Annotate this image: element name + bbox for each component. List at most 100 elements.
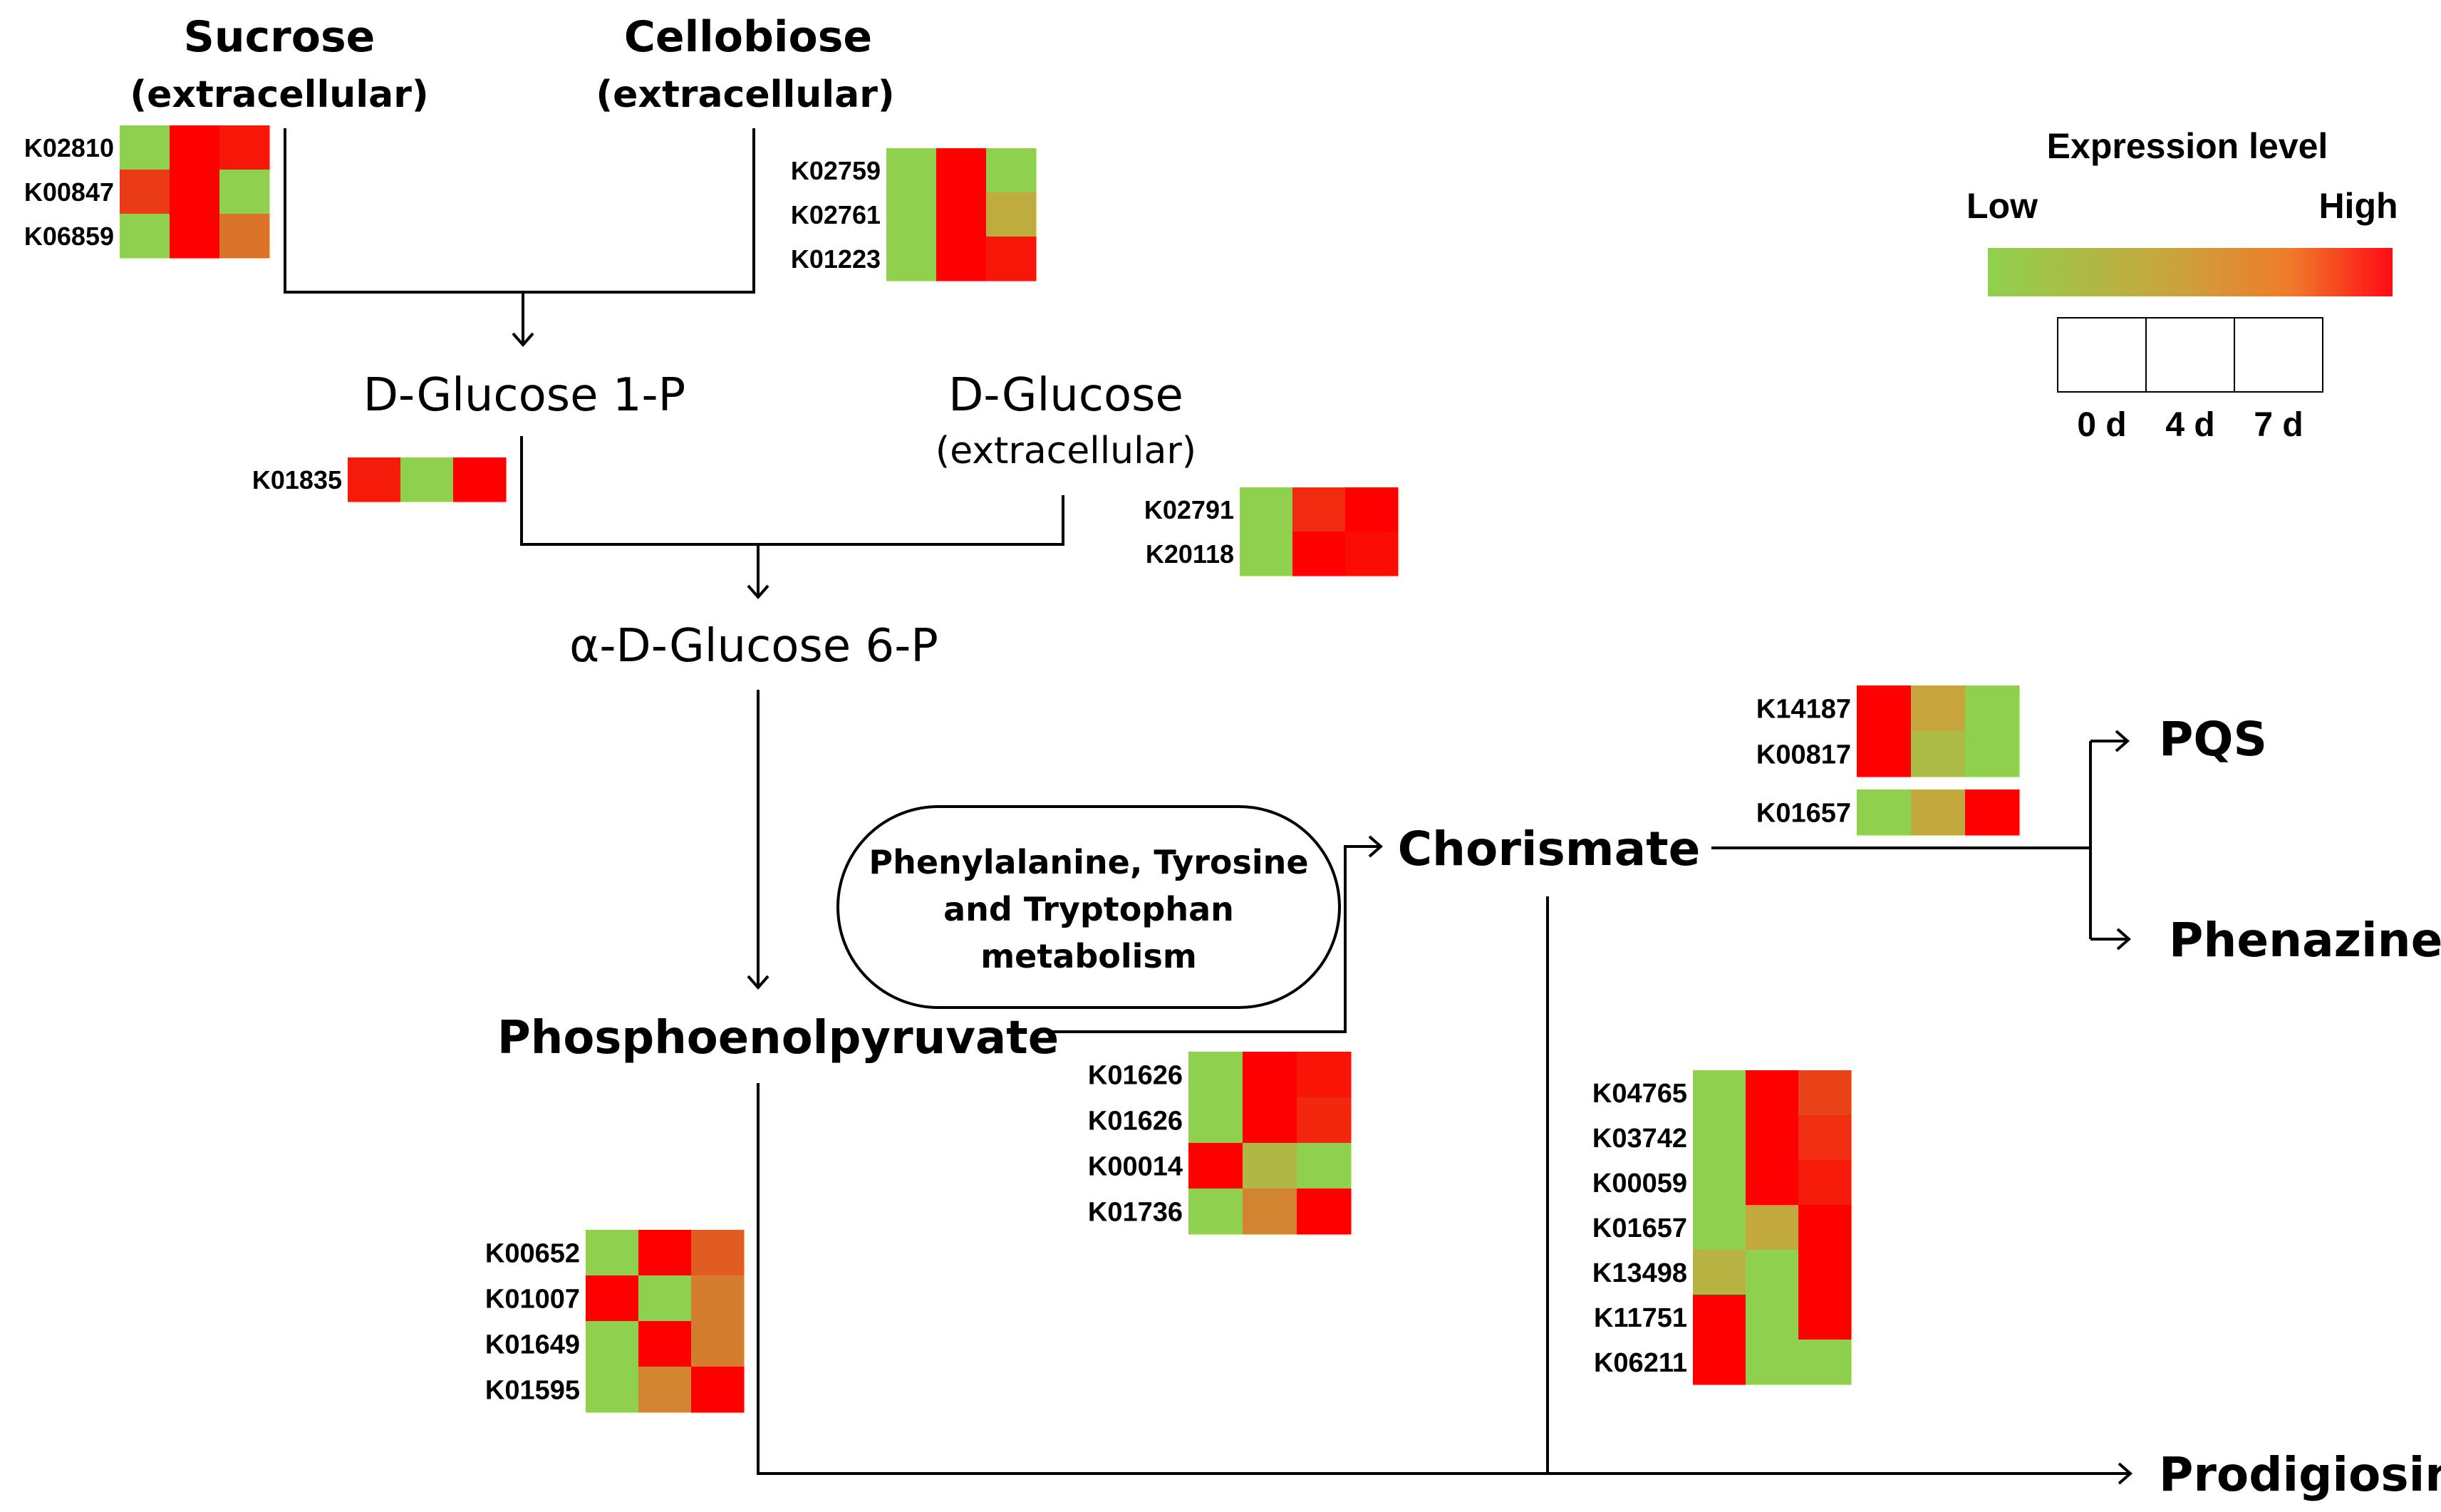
heatmap-cell: [691, 1230, 745, 1276]
metabolite-labels: Sucrose (extracellular) Cellobiose (extr…: [130, 12, 2441, 1502]
label-sucrose: Sucrose: [184, 12, 375, 62]
heatmap-cell: [586, 1367, 639, 1413]
legend-box-7d: [2234, 317, 2323, 393]
heatmap-cell: [1911, 685, 1966, 732]
gene-id-label: K00014: [1088, 1152, 1183, 1182]
gene-id-label: K04765: [1592, 1079, 1687, 1109]
label-dglucose: D-Glucose: [948, 369, 1183, 422]
legend-box-4d: [2145, 317, 2235, 393]
gene-id-label: K00817: [1756, 740, 1851, 770]
heatmap-cell: [1345, 532, 1399, 576]
heatmap-cell: [691, 1367, 745, 1413]
heatmap-cell: [936, 192, 987, 237]
gene-id-label: K02761: [791, 200, 881, 229]
heatmap-cell: [986, 192, 1037, 237]
legend-title: Expression level: [2047, 126, 2328, 166]
legend-timepoint-1: 4 d: [2165, 406, 2214, 444]
heatmap-cell: [586, 1230, 639, 1276]
gene-id-label: K00847: [24, 177, 114, 207]
heatmap-cell: [1798, 1205, 1852, 1250]
heatmap-prodigiosin: K04765K03742K00059K01657K13498K11751K062…: [1592, 1070, 1852, 1385]
gene-id-label: K20118: [1146, 539, 1234, 569]
heatmap-cell: [1798, 1250, 1852, 1295]
label-prodigiosin: Prodigiosin: [2159, 1447, 2441, 1502]
gene-id-label: K02759: [791, 156, 881, 185]
gene-id-label: K03742: [1592, 1124, 1687, 1154]
heatmap-cell: [1297, 1143, 1352, 1189]
heatmap-cell: [120, 170, 170, 214]
arrow-to-glucose6p: [747, 544, 769, 600]
pathway-line-1: Phenylalanine, Tyrosine: [869, 843, 1308, 881]
heatmap-cell: [1798, 1295, 1852, 1340]
label-cellobiose: Cellobiose: [624, 12, 872, 62]
heatmap-cell: [1693, 1250, 1746, 1295]
heatmap-cell: [400, 457, 454, 502]
connector-sucrose: [284, 128, 755, 294]
heatmap-cell: [170, 125, 220, 170]
heatmap-glucose1p: K01835: [252, 457, 507, 502]
heatmap-cell: [1746, 1340, 1799, 1385]
arrow-to-pep: [747, 690, 769, 990]
gene-id-label: K02810: [24, 133, 114, 162]
pathway-line-2: and Tryptophan: [943, 890, 1234, 928]
heatmap-cell: [1746, 1160, 1799, 1206]
connectors: [284, 128, 2133, 1485]
heatmap-cell: [1292, 532, 1346, 576]
label-sucrose-sub: (extracellular): [130, 73, 428, 116]
heatmap-cell: [1857, 731, 1912, 777]
label-pqs: PQS: [2159, 712, 2267, 767]
heatmap-cell: [1746, 1295, 1799, 1340]
label-chorismate: Chorismate: [1398, 822, 1701, 876]
heatmap-cell: [219, 214, 270, 259]
heatmap-cell: [1243, 1052, 1297, 1098]
legend-timepoint-2: 7 d: [2254, 406, 2303, 444]
heatmap-cell: [1297, 1189, 1352, 1235]
heatmap-cell: [453, 457, 507, 502]
heatmap-cell: [1188, 1143, 1243, 1189]
heatmap-cell: [1746, 1205, 1799, 1250]
connector-glucose1p: [520, 436, 1064, 546]
gene-id-label: K02791: [1144, 495, 1234, 524]
pathway-pill: [836, 805, 1341, 1009]
gene-id-label: K01626: [1088, 1107, 1183, 1136]
gene-id-label: K01736: [1088, 1198, 1183, 1228]
gene-id-label: K01835: [252, 465, 342, 494]
heatmap-cell: [1798, 1070, 1852, 1116]
heatmap-cell: [1240, 487, 1293, 532]
heatmap-cell: [348, 457, 401, 502]
heatmap-cell: [1746, 1070, 1799, 1116]
label-dglucose-sub: (extracellular): [936, 430, 1196, 472]
heatmap-cell: [1911, 789, 1966, 836]
label-phenazine: Phenazine: [2169, 913, 2441, 968]
heatmap-cell: [1693, 1070, 1746, 1116]
heatmap-cell: [170, 170, 220, 214]
heatmap-cell: [1693, 1160, 1746, 1206]
gene-id-label: K01595: [485, 1376, 580, 1406]
heatmap-cell: [1857, 789, 1912, 836]
legend-gradient-bar: [1988, 248, 2393, 296]
heatmap-cell: [1345, 487, 1399, 532]
arrow-to-phenazine: [2090, 928, 2132, 951]
gene-id-label: K14187: [1756, 695, 1851, 725]
heatmap-cell: [1693, 1340, 1746, 1385]
gene-id-label: K06211: [1594, 1348, 1687, 1378]
heatmap-cell: [120, 125, 170, 170]
heatmap-cell: [1292, 487, 1346, 532]
gene-id-label: K01626: [1088, 1061, 1183, 1091]
heatmap-cell: [586, 1275, 639, 1322]
heatmap-cell: [1693, 1205, 1746, 1250]
gene-id-label: K11751: [1594, 1303, 1687, 1333]
heatmap-cell: [1188, 1052, 1243, 1098]
heatmap-cell: [1243, 1097, 1297, 1144]
legend-box-0d: [2057, 317, 2147, 393]
gene-id-label: K01649: [485, 1330, 580, 1360]
gene-id-label: K01223: [791, 244, 881, 274]
heatmap-cell: [1911, 731, 1966, 777]
heatmap-cell: [1243, 1189, 1297, 1235]
heatmap-cell: [936, 237, 987, 281]
heatmap-cell: [886, 148, 937, 193]
